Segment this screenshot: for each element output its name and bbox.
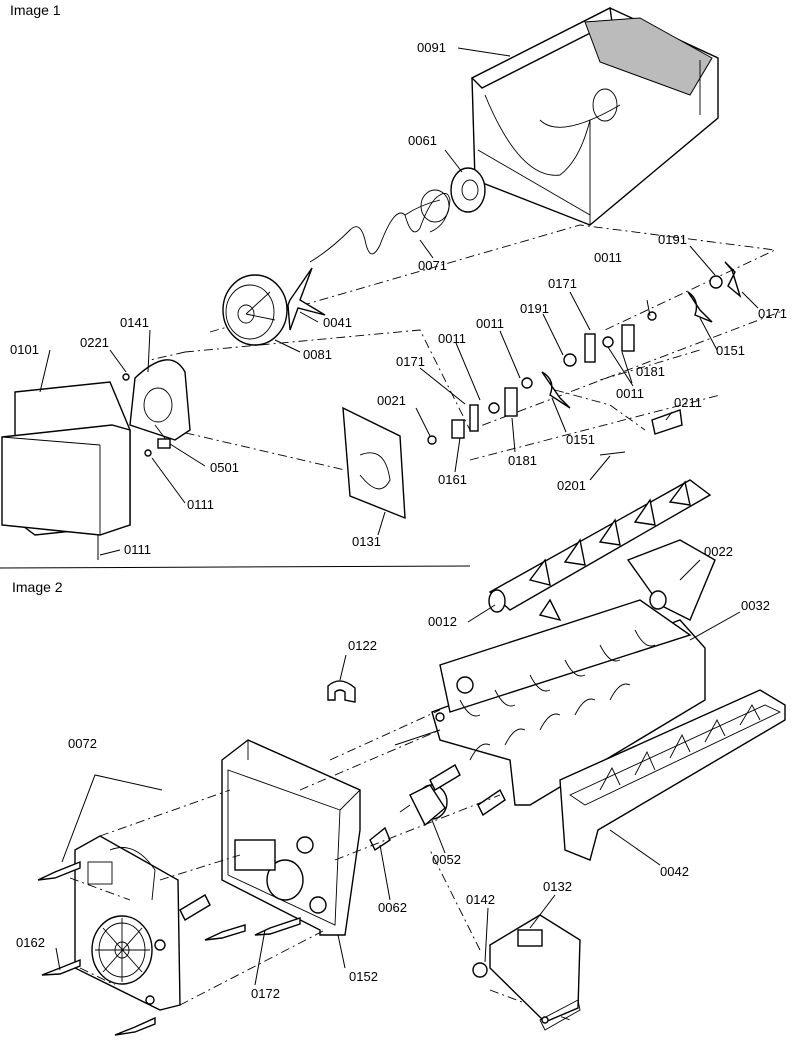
control-housing-part	[221, 739, 361, 936]
label-0201: 0201	[557, 478, 586, 493]
label-0022: 0022	[704, 544, 733, 559]
label-0012: 0012	[428, 614, 457, 629]
outline-seg-4	[609, 404, 646, 431]
label-0061: 0061	[408, 133, 437, 148]
label-0091: 0091	[417, 40, 446, 55]
front-cover-part	[1, 381, 131, 536]
label-0021: 0021	[377, 393, 406, 408]
label-0181-b: 0181	[508, 453, 537, 468]
ice-mold-part	[431, 599, 706, 806]
ice-bucket-part	[470, 6, 719, 226]
label-0181-a: 0181	[636, 364, 665, 379]
auger-disk-part	[450, 167, 486, 213]
label-0011-d: 0011	[616, 386, 644, 401]
outline-seg-5	[469, 394, 721, 461]
drive-motor-part	[399, 784, 448, 827]
label-0011-a: 0011	[594, 250, 622, 265]
label-0501: 0501	[210, 460, 239, 475]
label-0042: 0042	[660, 864, 689, 879]
label-0151-b: 0151	[566, 432, 595, 447]
label-0162: 0162	[16, 935, 45, 950]
label-0131: 0131	[352, 534, 381, 549]
assembly-outline-upper	[209, 224, 777, 333]
screw-0111	[144, 449, 152, 457]
label-0101: 0101	[10, 342, 39, 357]
wire-cover-bracket-part	[489, 914, 581, 1031]
module-front-plate-part	[74, 835, 181, 1011]
label-0221: 0221	[80, 335, 109, 350]
label-0011-b: 0011	[438, 331, 466, 346]
screw-0221	[122, 373, 130, 381]
label-0122: 0122	[348, 638, 377, 653]
outline-seg-3	[599, 349, 701, 381]
mounting-plate-part	[342, 406, 406, 520]
drive-wheel-part	[222, 274, 288, 346]
label-0142: 0142	[466, 892, 495, 907]
hardware-chain	[427, 261, 742, 456]
label-0211: 0211	[674, 395, 702, 410]
leader-lines-image-2	[55, 559, 741, 986]
stripper-part	[559, 689, 786, 861]
motor-housing-part	[129, 359, 191, 446]
label-0011-c: 0011	[476, 316, 504, 331]
group-bracket-0072	[61, 774, 163, 863]
ejector-shaft-part	[488, 479, 712, 622]
leader-lines-image-1	[39, 47, 759, 560]
label-0191-a: 0191	[658, 232, 687, 247]
clip-0501	[157, 438, 171, 449]
label-0132: 0132	[543, 879, 572, 894]
label-0041: 0041	[323, 315, 352, 330]
spring-ring	[420, 189, 450, 223]
label-0172: 0172	[251, 986, 280, 1001]
mold-pin	[394, 729, 441, 746]
section-title-image-2: Image 2	[12, 579, 63, 595]
outline-seg	[149, 351, 186, 361]
label-0072: 0072	[68, 736, 97, 751]
section-title-image-1: Image 1	[10, 2, 61, 18]
label-0111-a: 0111	[187, 497, 214, 512]
label-0171-a: 0171	[548, 276, 577, 291]
label-0032: 0032	[741, 598, 770, 613]
propeller-part	[287, 267, 326, 331]
label-0171-c: 0171	[396, 354, 425, 369]
label-0171-b: 0171	[758, 306, 787, 321]
label-0111-b: 0111	[124, 542, 151, 557]
hardware-image-2	[37, 764, 506, 1036]
label-0152: 0152	[349, 969, 378, 984]
label-0191-b: 0191	[520, 301, 549, 316]
label-0071: 0071	[418, 258, 447, 273]
label-0151-a: 0151	[716, 343, 745, 358]
label-0062: 0062	[378, 900, 407, 915]
bearing-bracket-part	[626, 539, 716, 621]
section-divider	[0, 565, 471, 569]
label-0141: 0141	[120, 315, 149, 330]
label-0052: 0052	[432, 852, 461, 867]
label-0161: 0161	[438, 472, 467, 487]
clip-part	[327, 680, 356, 703]
label-0081: 0081	[303, 347, 332, 362]
